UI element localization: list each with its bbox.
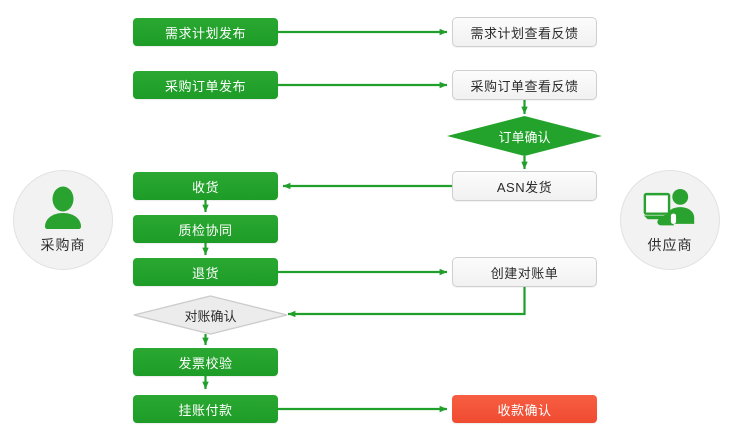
node-label: 需求计划查看反馈 — [470, 25, 579, 41]
node-label: 创建对账单 — [490, 265, 559, 281]
node-payable-payment[interactable]: 挂账付款 — [133, 395, 278, 423]
node-label: 发票校验 — [178, 355, 233, 371]
node-order-confirm[interactable]: 订单确认 — [447, 116, 602, 156]
diamond-shape — [133, 295, 288, 335]
node-label: 退货 — [191, 265, 219, 281]
node-receive-goods[interactable]: 收货 — [133, 172, 278, 200]
node-create-statement[interactable]: 创建对账单 — [452, 257, 597, 287]
node-label: 质检协同 — [178, 222, 233, 238]
node-po-feedback[interactable]: 采购订单查看反馈 — [452, 70, 597, 100]
role-buyer-label: 采购商 — [40, 237, 86, 253]
node-label: 采购订单查看反馈 — [470, 78, 579, 94]
node-label: 对账确认 — [184, 308, 237, 324]
role-supplier: 供应商 — [620, 170, 720, 270]
node-invoice-verify[interactable]: 发票校验 — [133, 348, 278, 376]
node-quality-check[interactable]: 质检协同 — [133, 215, 278, 243]
node-receipt-confirm[interactable]: 收款确认 — [452, 395, 597, 423]
role-supplier-label: 供应商 — [647, 237, 693, 253]
node-label: ASN发货 — [496, 179, 553, 195]
node-po-publish[interactable]: 采购订单发布 — [133, 71, 278, 99]
node-demand-plan-feedback[interactable]: 需求计划查看反馈 — [452, 17, 597, 47]
node-return-goods[interactable]: 退货 — [133, 258, 278, 286]
node-label: 收货 — [191, 179, 219, 195]
node-statement-confirm[interactable]: 对账确认 — [133, 295, 288, 335]
role-buyer: 采购商 — [13, 170, 113, 270]
node-label: 订单确认 — [498, 129, 551, 145]
node-label: 采购订单发布 — [164, 78, 246, 94]
person-at-computer-icon — [643, 188, 695, 226]
edge-statement-to-confirm — [287, 287, 526, 318]
node-demand-plan-publish[interactable]: 需求计划发布 — [133, 18, 278, 46]
node-label: 收款确认 — [497, 402, 552, 418]
node-label: 挂账付款 — [178, 402, 233, 418]
person-icon — [45, 186, 81, 229]
node-label: 需求计划发布 — [164, 25, 246, 41]
diamond-shape — [447, 116, 602, 156]
node-asn-ship[interactable]: ASN发货 — [452, 171, 597, 201]
